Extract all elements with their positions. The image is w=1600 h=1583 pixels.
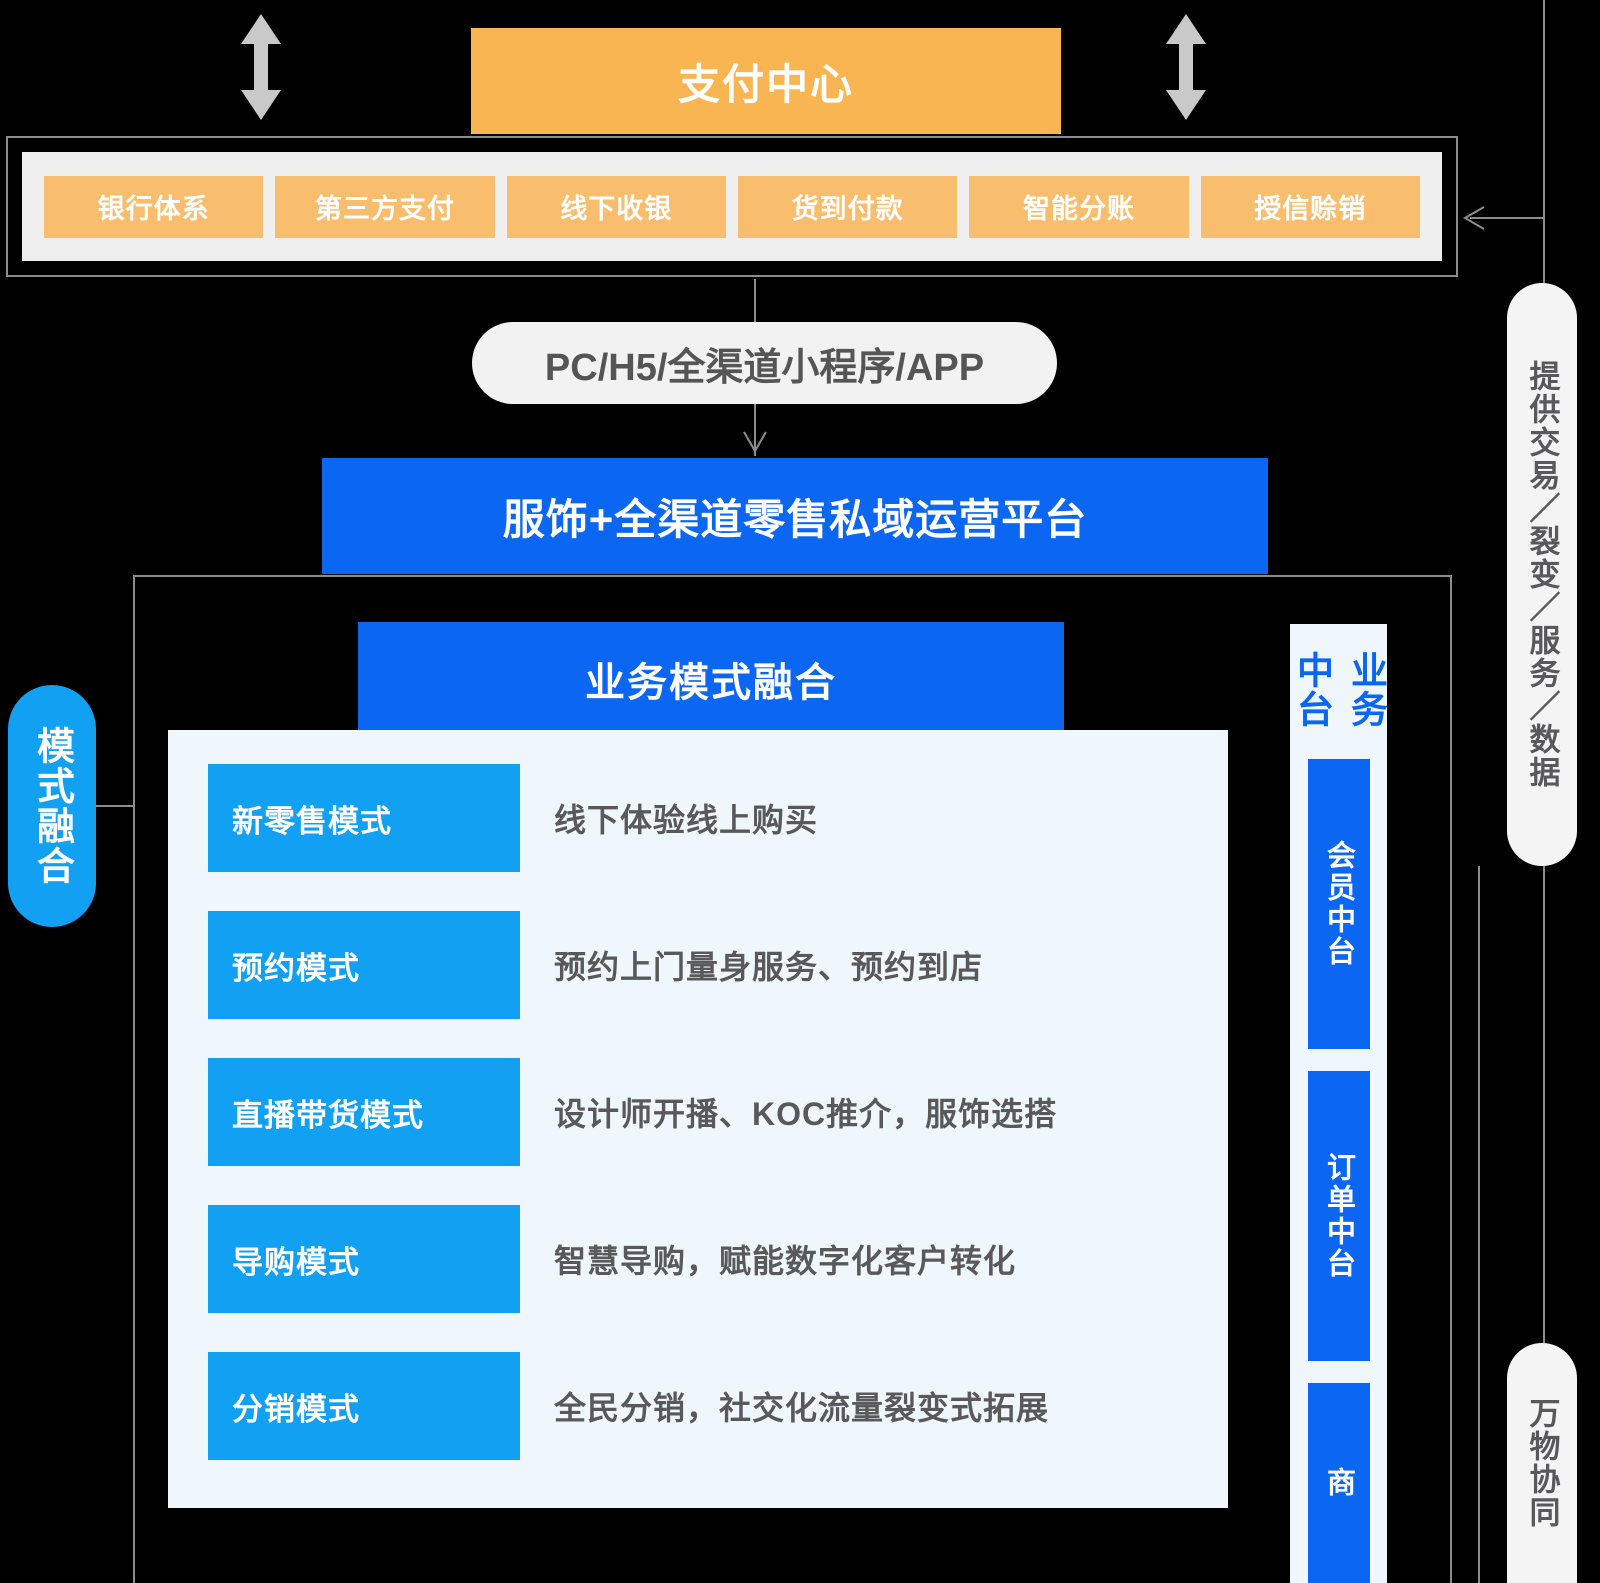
business-model-desc: 设计师开播、KOC推介，服饰选搭 [554, 1096, 1058, 1132]
supply-capability-pill: 提供交易／裂变／服务／数据 [1507, 283, 1577, 866]
payment-methods-panel: 银行体系 第三方支付 线下收银 货到付款 智能分账 授信赊销 [22, 152, 1442, 261]
sidebar-title-col1: 业务 [1345, 650, 1387, 729]
business-model-desc: 智慧导购，赋能数字化客户转化 [554, 1243, 1017, 1279]
payment-method-chip[interactable]: 第三方支付 [275, 175, 495, 238]
business-model-tag: 直播带货模式 [208, 1058, 520, 1166]
connector-line-horizontal [1470, 217, 1545, 219]
sidebar-title: 业务 中台 [1285, 642, 1393, 737]
payment-method-chip[interactable]: 货到付款 [737, 175, 958, 238]
lower-section-frame [133, 575, 1452, 1583]
connector-line-vertical [1543, 218, 1545, 288]
connector-line-vertical [754, 279, 756, 324]
business-model-tag: 导购模式 [208, 1205, 520, 1313]
business-model-row[interactable]: 直播带货模式 设计师开播、KOC推介，服饰选搭 [208, 1058, 1228, 1166]
connector-line-vertical [754, 404, 756, 456]
payment-method-chip[interactable]: 授信赊销 [1200, 175, 1420, 238]
double-arrow-vertical-icon-right [1163, 12, 1209, 122]
sidebar-card-order[interactable]: 订单中台 [1307, 1071, 1370, 1361]
connector-line-vertical [1543, 866, 1545, 1349]
business-model-row[interactable]: 导购模式 智慧导购，赋能数字化客户转化 [208, 1205, 1228, 1313]
payment-center-header: 支付中心 [471, 28, 1061, 134]
connector-line-horizontal [96, 805, 135, 807]
business-middle-platform-sidebar: 业务 中台 会员中台 订单中台 商 [1290, 624, 1387, 1583]
business-model-row[interactable]: 分销模式 全民分销，社交化流量裂变式拓展 [208, 1352, 1228, 1460]
mode-fusion-pill: 模式融合 [8, 685, 96, 927]
business-model-desc: 预约上门量身服务、预约到店 [554, 949, 984, 985]
business-model-row[interactable]: 新零售模式 线下体验线上购买 [208, 764, 1228, 872]
payment-method-chip[interactable]: 智能分账 [969, 175, 1189, 238]
platform-title-bar: 服饰+全渠道零售私域运营平台 [322, 458, 1268, 574]
double-arrow-vertical-icon-left [238, 12, 284, 122]
business-model-desc: 全民分销，社交化流量裂变式拓展 [554, 1390, 1050, 1426]
business-model-tag: 新零售模式 [208, 764, 520, 872]
sidebar-title-col2: 中台 [1291, 650, 1333, 729]
payment-method-chip[interactable]: 银行体系 [44, 175, 264, 238]
arrow-left-icon [1462, 205, 1486, 231]
business-model-tag: 分销模式 [208, 1352, 520, 1460]
payment-methods-frame: 银行体系 第三方支付 线下收银 货到付款 智能分账 授信赊销 [6, 136, 1458, 277]
sidebar-card-product[interactable]: 商 [1307, 1383, 1370, 1583]
sidebar-card-member[interactable]: 会员中台 [1307, 759, 1370, 1049]
business-model-desc: 线下体验线上购买 [554, 802, 819, 838]
business-model-panel: 新零售模式 线下体验线上购买 预约模式 预约上门量身服务、预约到店 直播带货模式… [168, 730, 1228, 1508]
channel-pill: PC/H5/全渠道小程序/APP [472, 322, 1057, 404]
payment-method-chip[interactable]: 线下收银 [506, 175, 726, 238]
business-model-tag: 预约模式 [208, 911, 520, 1019]
connector-line-vertical [1478, 866, 1480, 1583]
iot-collaboration-pill: 万物协同 [1507, 1343, 1577, 1583]
arrow-down-icon [742, 430, 768, 454]
connector-line-vertical [1543, 0, 1545, 218]
business-model-row[interactable]: 预约模式 预约上门量身服务、预约到店 [208, 911, 1228, 1019]
